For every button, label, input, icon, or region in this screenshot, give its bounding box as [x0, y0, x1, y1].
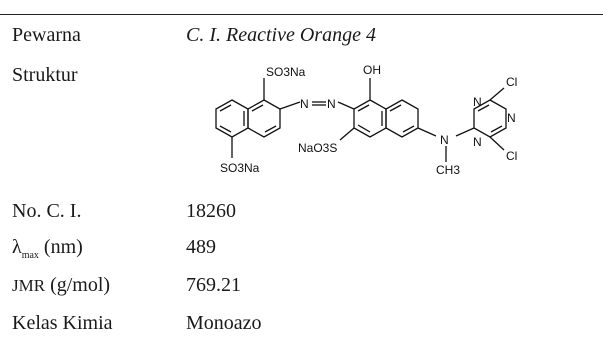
label-ch3: CH3 — [436, 163, 460, 177]
top-rule — [0, 14, 603, 15]
lambda-symbol: λ — [12, 236, 22, 258]
label-oh: OH — [363, 63, 381, 77]
label-molar-mass: JMR (g/mol) — [12, 274, 110, 297]
lambda-unit: (nm) — [43, 236, 83, 258]
value-molar-mass: 769.21 — [186, 274, 241, 296]
ring-a2 — [247, 99, 281, 138]
label-cl-top: Cl — [506, 75, 517, 89]
jmr-abbr: JMR — [12, 276, 46, 295]
label-ci-number: No. C. I. — [12, 200, 82, 222]
value-lambda-max: 489 — [186, 236, 216, 258]
label-nao3s: NaO3S — [298, 141, 337, 155]
label-azo-n1: N — [300, 97, 309, 111]
label-triazine-n-bottom: N — [473, 135, 482, 149]
label-so3na-top: SO3Na — [266, 65, 306, 79]
label-lambda-max: λmax (nm) — [12, 236, 83, 262]
chemical-structure-diagram: SO3Na SO3Na N N OH NaO3S N CH3 N N N Cl … — [215, 63, 517, 177]
structure-bonds — [215, 78, 507, 162]
value-dye-name: C. I. Reactive Orange 4 — [186, 24, 376, 46]
ring-a1 — [215, 99, 249, 138]
lambda-subscript: max — [21, 250, 39, 261]
value-chem-class: Monoazo — [186, 312, 262, 334]
label-chem-class: Kelas Kimia — [12, 312, 113, 334]
label-so3na-bottom: SO3Na — [220, 161, 260, 175]
jmr-unit: (g/mol) — [50, 274, 111, 296]
value-ci-number: 18260 — [186, 200, 236, 222]
label-triazine-n-right: N — [507, 111, 516, 125]
label-dye: Pewarna — [12, 24, 81, 46]
label-cl-bottom: Cl — [506, 149, 517, 163]
ring-b2 — [385, 99, 419, 138]
label-structure: Struktur — [12, 64, 78, 86]
label-triazine-n-top: N — [473, 95, 482, 109]
label-amine-n: N — [440, 133, 449, 147]
label-azo-n2: N — [327, 97, 336, 111]
